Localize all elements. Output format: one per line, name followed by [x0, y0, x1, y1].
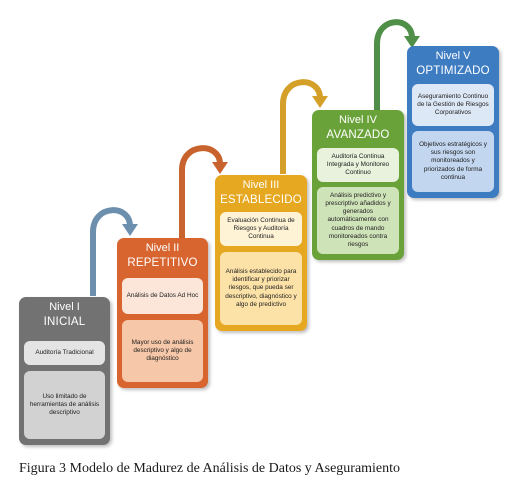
level-2-box-1: Análisis de Datos Ad Hoc — [122, 278, 203, 314]
level-2-name: REPETITIVO — [127, 257, 198, 269]
level-5-box-1: Aseguramiento Continuo de la Gestión de … — [412, 84, 494, 126]
level-1-box-1: Auditoría Tradicional — [24, 341, 105, 365]
level-3-number: Nivel III — [242, 179, 280, 191]
level-5-header: Nivel V OPTIMIZADO — [407, 49, 499, 79]
level-3-card: Nivel III ESTABLECIDO Evaluación Continu… — [215, 175, 307, 331]
level-4-number: Nivel IV — [339, 114, 377, 126]
curved-arrow-3 — [280, 79, 323, 174]
level-3-box-2: Análisis establecido para identificar y … — [220, 252, 302, 325]
level-3-name: ESTABLECIDO — [220, 194, 302, 206]
level-4-box-1: Auditoría Continua Integrada y Monitoreo… — [317, 148, 399, 182]
level-2-number: Nivel II — [145, 242, 180, 254]
level-4-card: Nivel IV AVANZADO Auditoría Continua Int… — [312, 110, 404, 260]
figure-caption: Figura 3 Modelo de Madurez de Análisis d… — [19, 461, 401, 476]
level-5-name: OPTIMIZADO — [416, 65, 490, 77]
level-1-header: Nivel I INICIAL — [19, 300, 110, 330]
arrow-head-1 — [122, 224, 138, 236]
level-2-box-2: Mayor uso de análisis descriptivo y algo… — [122, 320, 203, 382]
level-1-box-2: Uso limitado de herramientas de análisis… — [24, 371, 105, 439]
curved-arrow-2 — [179, 145, 223, 238]
level-4-box-2: Análisis predictivo y prescriptivo añadi… — [317, 187, 399, 254]
level-5-number: Nivel V — [435, 50, 471, 62]
arrow-head-3 — [312, 96, 328, 108]
level-2-card: Nivel II REPETITIVO Análisis de Datos Ad… — [117, 238, 208, 388]
curved-arrow-4 — [374, 19, 415, 110]
level-1-name: INICIAL — [43, 316, 86, 328]
level-1-number: Nivel I — [49, 301, 80, 313]
level-2-header: Nivel II REPETITIVO — [117, 241, 208, 271]
level-5-card: Nivel V OPTIMIZADO Aseguramiento Continu… — [407, 46, 499, 198]
arrow-head-4 — [404, 36, 420, 48]
level-3-header: Nivel III ESTABLECIDO — [215, 178, 307, 208]
level-3-box-1: Evaluación Continua de Riesgos y Auditor… — [220, 212, 302, 246]
curved-arrow-1 — [90, 207, 133, 296]
level-4-name: AVANZADO — [326, 129, 390, 141]
level-4-header: Nivel IV AVANZADO — [312, 113, 404, 143]
level-5-box-2: Objetivos estratégicos y sus riesgos son… — [412, 131, 494, 192]
level-1-card: Nivel I INICIAL Auditoría Tradicional Us… — [19, 297, 110, 445]
arrow-head-2 — [212, 162, 228, 174]
